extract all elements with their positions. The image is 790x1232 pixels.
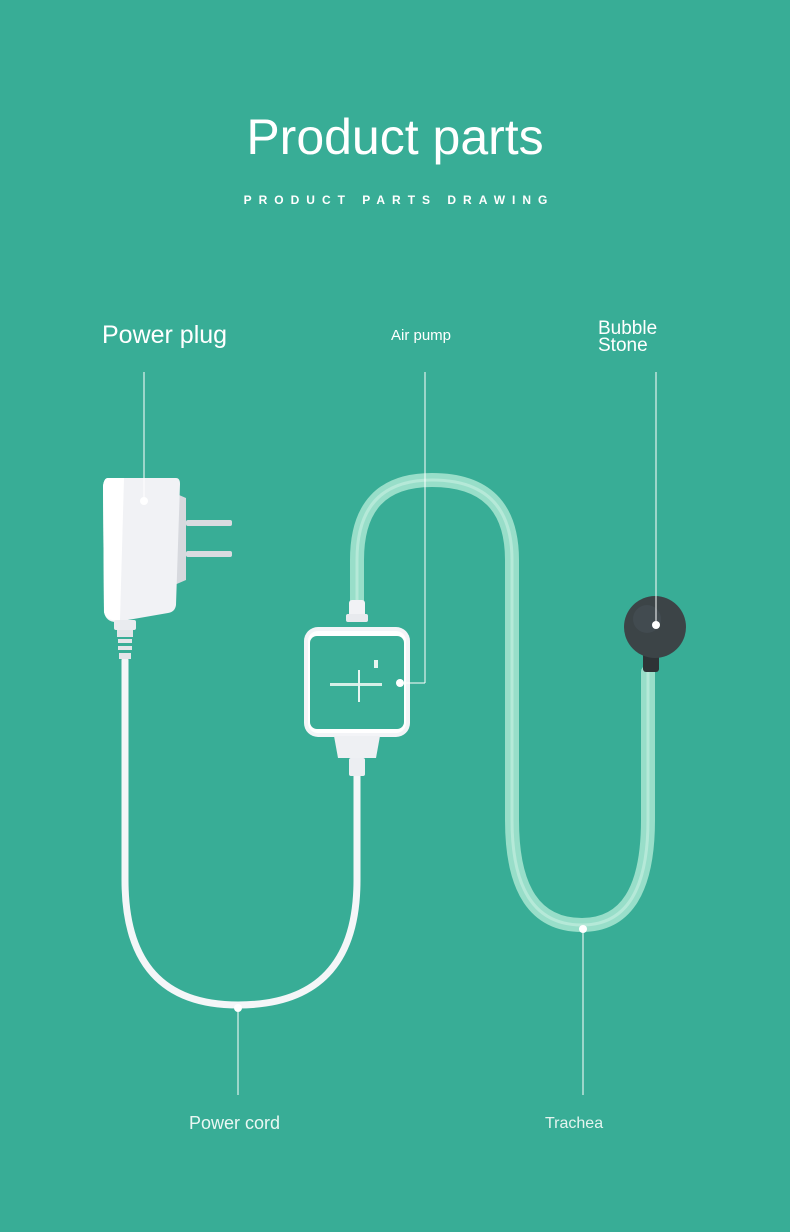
air-pump xyxy=(304,600,410,776)
power-plug xyxy=(103,478,232,659)
page-subtitle: PRODUCT PARTS DRAWING xyxy=(243,193,555,207)
label-power-plug: Power plug xyxy=(102,321,228,349)
bubble-stone xyxy=(624,596,686,672)
page-title: Product parts xyxy=(246,109,544,165)
label-power-cord: Power cord xyxy=(189,1113,281,1133)
label-air-pump: Air pump xyxy=(391,327,452,344)
label-bubble-stone: Bubble Stone xyxy=(598,318,658,356)
label-trachea: Trachea xyxy=(545,1115,604,1132)
